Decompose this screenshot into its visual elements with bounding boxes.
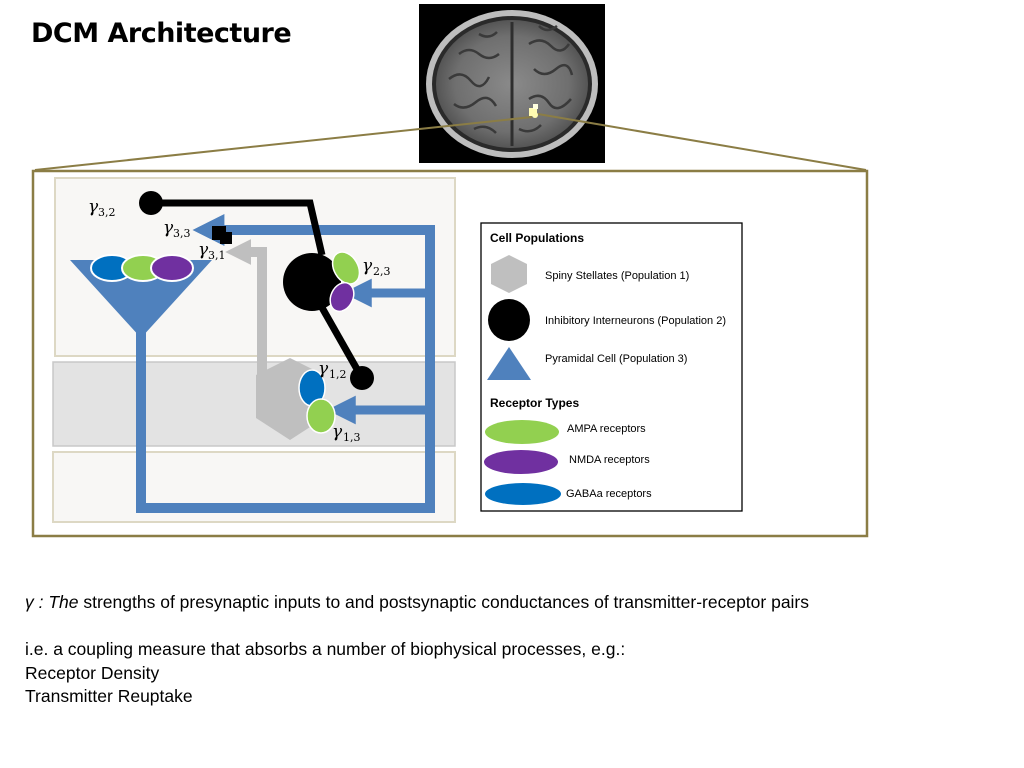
gamma-label-3-2: γ 3,2 (88, 197, 116, 219)
legend-cell-item: Pyramidal Cell (Population 3) (545, 353, 687, 365)
legend-cell-heading: Cell Populations (490, 231, 584, 245)
legend-triangle-icon (487, 347, 531, 380)
legend-hexagon-icon (491, 255, 527, 293)
caption-gamma-lead: γ : The (25, 592, 79, 612)
svg-text:γ: γ (362, 256, 373, 276)
legend-ampa-icon (485, 420, 559, 444)
gamma-label-1-2: γ 1,2 (318, 359, 347, 381)
caption-line-1: γ : The strengths of presynaptic inputs … (25, 591, 809, 615)
legend-nmda-icon (484, 450, 558, 474)
legend-cell-item: Inhibitory Interneurons (Population 2) (545, 315, 726, 327)
pyramidal-nmda-receptor (150, 254, 194, 282)
interneuron-terminal-bottom (350, 366, 374, 390)
svg-text:3,2: 3,2 (98, 206, 116, 219)
zoom-line-left (34, 116, 533, 171)
legend-box: Cell Populations Spiny Stellates (Popula… (480, 222, 743, 512)
pyramidal-output-loop (136, 213, 435, 513)
svg-text:2,3: 2,3 (373, 265, 391, 278)
legend-receptor-item: GABAa receptors (566, 488, 652, 500)
svg-text:1,3: 1,3 (343, 431, 361, 444)
caption-line-4: Transmitter Reuptake (25, 686, 193, 706)
gamma-label-3-3: γ 3,3 (163, 218, 191, 240)
inhibitory-interneuron-cell (283, 253, 341, 311)
legend-receptor-item: AMPA receptors (567, 423, 646, 435)
svg-text:3,3: 3,3 (173, 227, 191, 240)
svg-text:γ: γ (332, 422, 343, 442)
interneuron-terminal-top (139, 191, 163, 215)
interneuron-connection-top (152, 199, 326, 256)
self-connection-square-b (220, 232, 232, 244)
svg-text:γ: γ (163, 218, 174, 238)
caption: γ : The strengths of presynaptic inputs … (25, 591, 809, 709)
page-title: DCM Architecture (31, 18, 292, 49)
svg-text:γ: γ (198, 240, 209, 260)
layer-middle (52, 361, 456, 447)
svg-text:γ: γ (318, 359, 329, 379)
zoom-line-right (537, 113, 867, 171)
stellate-ampa-receptor (306, 398, 336, 434)
region-marker (532, 112, 538, 118)
svg-text:1,2: 1,2 (329, 368, 347, 381)
svg-text:γ: γ (88, 197, 99, 217)
gamma-label-2-3: γ 2,3 (362, 256, 391, 278)
interneuron-nmda-receptor (329, 281, 355, 313)
legend-receptor-item: NMDA receptors (569, 454, 650, 466)
legend-gaba-icon (485, 483, 561, 505)
legend-receptor-heading: Receptor Types (490, 396, 579, 410)
legend-circle-icon (488, 299, 530, 341)
gamma-label-1-3: γ 1,3 (332, 422, 361, 444)
caption-line-3: Receptor Density (25, 662, 160, 683)
interneuron-ampa-receptor (331, 251, 361, 285)
legend-cell-item: Spiny Stellates (Population 1) (545, 270, 689, 282)
gamma-label-3-1: γ 3,1 (198, 240, 226, 262)
caption-line-2: i.e. a coupling measure that absorbs a n… (25, 639, 626, 659)
brain-mri-image (419, 4, 605, 163)
svg-text:3,1: 3,1 (208, 249, 226, 262)
caption-definition: strengths of presynaptic inputs to and p… (78, 592, 810, 612)
